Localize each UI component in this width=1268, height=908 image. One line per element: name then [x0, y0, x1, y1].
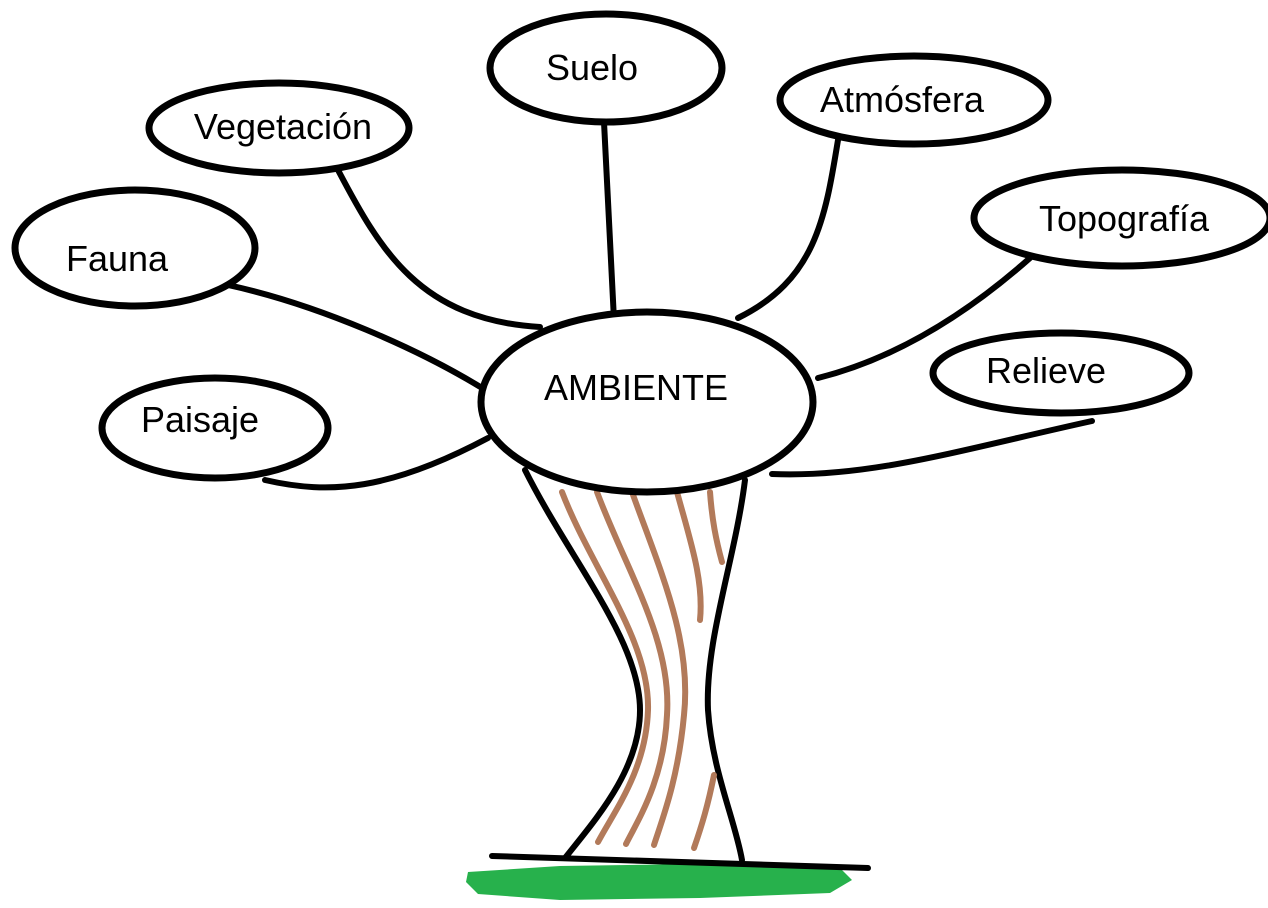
node-paisaje-label: Paisaje — [141, 399, 259, 440]
node-atmosfera: Atmósfera — [776, 52, 1052, 148]
node-paisaje: Paisaje — [98, 374, 332, 482]
node-topografia-ellipse — [970, 166, 1268, 270]
node-vegetacion-label: Vegetación — [194, 106, 372, 147]
tree-trunk — [522, 467, 748, 863]
node-center-ellipse — [477, 308, 817, 496]
node-vegetacion-ellipse — [145, 79, 413, 177]
node-topografia: Topografía — [970, 166, 1268, 270]
bark-stroke — [707, 489, 725, 565]
node-suelo: Suelo — [486, 10, 726, 126]
node-center-label: AMBIENTE — [544, 367, 728, 408]
node-vegetacion: Vegetación — [145, 79, 413, 177]
ground — [466, 853, 871, 900]
grass-patch — [466, 864, 852, 900]
ground-line — [489, 853, 871, 871]
node-relieve-label: Relieve — [986, 350, 1106, 391]
node-relieve-ellipse — [929, 329, 1193, 417]
branch-suelo — [601, 119, 617, 323]
branch-topografia — [815, 255, 1033, 381]
node-suelo-label: Suelo — [546, 47, 638, 88]
branch-relieve — [769, 418, 1095, 478]
node-atmosfera-label: Atmósfera — [820, 79, 985, 120]
node-relieve: Relieve — [929, 329, 1193, 417]
node-center: AMBIENTE — [477, 308, 817, 496]
node-fauna-label: Fauna — [66, 238, 169, 279]
node-topografia-label: Topografía — [1039, 198, 1210, 239]
bark-stroke — [674, 489, 704, 623]
bark-stroke — [691, 772, 717, 851]
branch-paisaje — [262, 435, 491, 491]
node-fauna-ellipse — [11, 186, 259, 310]
trunk-left-edge — [522, 467, 644, 861]
branches — [225, 119, 1095, 491]
branch-atmosfera — [735, 137, 841, 321]
node-paisaje-ellipse — [98, 374, 332, 482]
branch-vegetacion — [335, 167, 543, 330]
branch-fauna — [225, 282, 485, 391]
node-atmosfera-ellipse — [776, 52, 1052, 148]
node-fauna: Fauna — [11, 186, 259, 310]
node-suelo-ellipse — [486, 10, 726, 126]
bark-stroke — [594, 489, 671, 847]
trunk-right-edge — [704, 477, 748, 863]
bark-stroke — [559, 489, 652, 845]
bark-stroke — [629, 489, 689, 848]
